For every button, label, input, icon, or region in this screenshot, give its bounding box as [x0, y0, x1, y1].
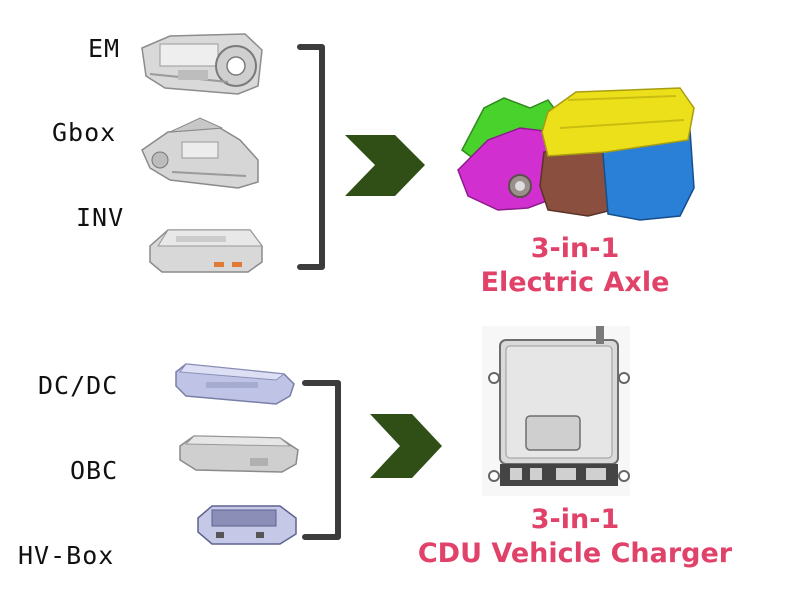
axle-title: 3-in-1 Electric Axle — [440, 232, 710, 300]
charger-title: 3-in-1 CDU Vehicle Charger — [390, 503, 760, 571]
gearbox-icon — [141, 117, 259, 189]
cdu-charger-icon — [482, 326, 630, 496]
electric-axle-icon — [457, 87, 695, 221]
label-inv: INV — [76, 203, 125, 232]
chevron-right-icon — [370, 414, 442, 478]
charger-title-line2: CDU Vehicle Charger — [417, 538, 733, 569]
bottom-bracket — [302, 380, 341, 540]
top-bracket — [297, 44, 325, 270]
label-em: EM — [88, 34, 121, 63]
chevron-right-icon — [345, 135, 425, 196]
dcdc-converter-icon — [175, 363, 295, 405]
electric-motor-icon — [141, 33, 263, 95]
label-obc: OBC — [70, 456, 119, 485]
label-gbox: Gbox — [52, 118, 117, 147]
hv-box-icon — [197, 505, 297, 545]
inverter-icon — [149, 229, 263, 273]
charger-title-line1: 3-in-1 — [530, 504, 620, 535]
onboard-charger-icon — [179, 435, 299, 473]
label-dcdc: DC/DC — [38, 371, 119, 400]
label-hvbox: HV-Box — [18, 541, 115, 570]
axle-title-line2: Electric Axle — [480, 267, 670, 298]
axle-title-line1: 3-in-1 — [530, 233, 620, 264]
